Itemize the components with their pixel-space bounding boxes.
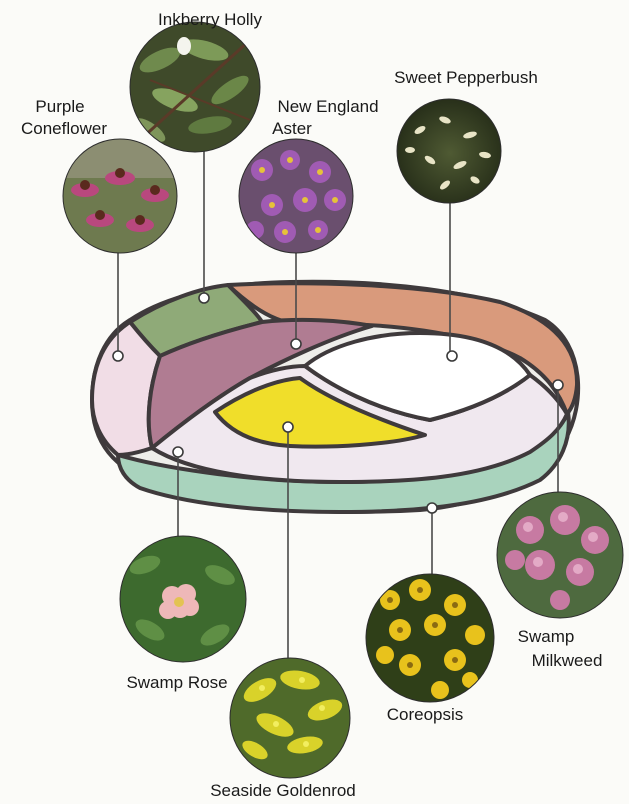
photo-sweet-pepperbush — [395, 98, 505, 208]
marker-new-england-aster[interactable] — [291, 339, 301, 349]
photo-coreopsis — [365, 574, 495, 704]
photo-seaside-goldenrod — [228, 658, 353, 783]
label-new-england-aster-line1: New England — [277, 97, 378, 116]
garden-bed — [92, 282, 578, 512]
photo-swamp-milkweed — [495, 490, 625, 620]
marker-coreopsis[interactable] — [427, 503, 437, 513]
label-purple-coneflower-line1: Purple — [35, 97, 84, 116]
label-swamp-milkweed-line1: Swamp — [518, 627, 575, 646]
marker-sweet-pepperbush[interactable] — [447, 351, 457, 361]
label-sweet-pepperbush: Sweet Pepperbush — [394, 68, 538, 87]
photo-swamp-rose — [118, 535, 248, 665]
label-purple-coneflower-line2: Coneflower — [21, 119, 107, 138]
marker-seaside-goldenrod[interactable] — [283, 422, 293, 432]
photo-purple-coneflower — [60, 138, 180, 258]
marker-swamp-milkweed[interactable] — [553, 380, 563, 390]
marker-purple-coneflower[interactable] — [113, 351, 123, 361]
label-inkberry-holly: Inkberry Holly — [158, 10, 262, 29]
label-swamp-milkweed-line2: Milkweed — [532, 651, 603, 670]
photo-inkberry-holly — [130, 22, 260, 152]
label-new-england-aster-line2: Aster — [272, 119, 312, 138]
marker-swamp-rose[interactable] — [173, 447, 183, 457]
label-coreopsis: Coreopsis — [387, 705, 464, 724]
label-seaside-goldenrod: Seaside Goldenrod — [210, 781, 356, 800]
label-swamp-rose: Swamp Rose — [126, 673, 227, 692]
marker-inkberry-holly[interactable] — [199, 293, 209, 303]
photo-new-england-aster — [238, 138, 358, 258]
